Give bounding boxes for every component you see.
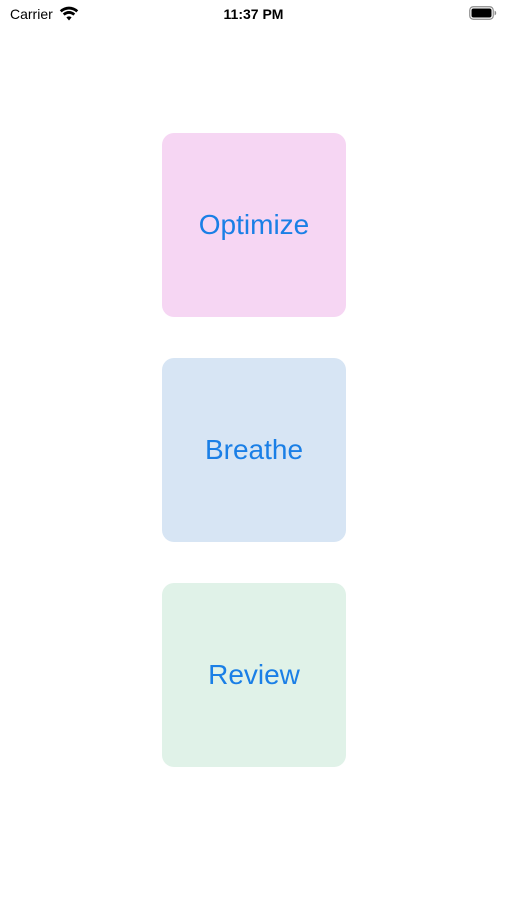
carrier-group: Carrier <box>10 5 79 23</box>
wifi-icon <box>59 6 78 21</box>
breathe-label: Breathe <box>204 434 304 465</box>
breathe-button[interactable]: Breathe <box>162 358 346 542</box>
review-button[interactable]: Review <box>162 583 346 767</box>
optimize-button[interactable]: Optimize <box>162 133 346 317</box>
battery-icon <box>469 6 497 20</box>
carrier-label: Carrier <box>10 6 53 22</box>
status-time: 11:37 PM <box>223 6 284 22</box>
status-bar: Carrier 11:37 PM <box>0 0 507 28</box>
optimize-label: Optimize <box>198 209 310 240</box>
review-label: Review <box>208 659 300 690</box>
